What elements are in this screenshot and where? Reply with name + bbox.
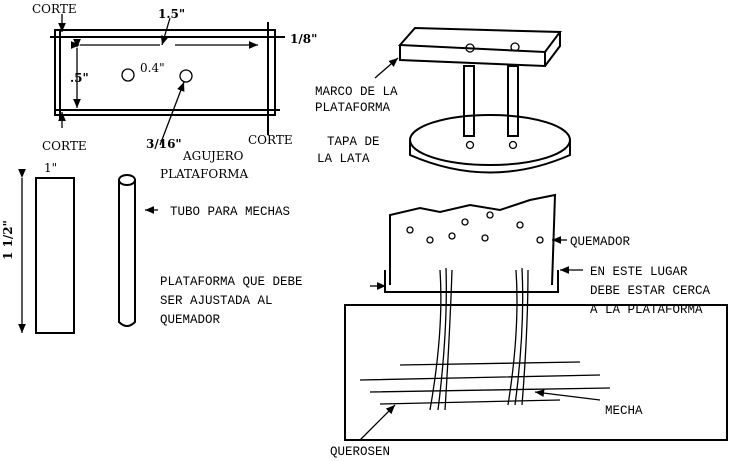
height-dimension: .5"	[70, 71, 89, 85]
platform-label: PLATAFORMA	[160, 167, 249, 181]
hole-left	[121, 68, 135, 82]
corte-label-bottom-right: CORTE	[248, 133, 293, 147]
tube-label: TUBO PARA MECHAS	[170, 205, 290, 219]
frame-label-2: PLATAFORMA	[315, 101, 391, 115]
hole-right	[179, 69, 193, 83]
assembly-drawing	[374, 26, 571, 174]
platform-plan-drawing	[50, 14, 285, 146]
burner-drawing	[344, 193, 728, 441]
corte-label-top: CORTE	[32, 2, 77, 16]
strip-width-dimension: 1"	[44, 161, 57, 175]
position-note-line-3: A LA PLATAFORMA	[590, 303, 703, 317]
kerosene-label: QUEROSEN	[330, 445, 390, 459]
corte-label-bottom-left: CORTE	[42, 139, 87, 153]
position-note-line-1: EN ESTE LUGAR	[590, 265, 688, 279]
strip-height-dimension: 1 1/2"	[1, 220, 15, 260]
lid-label: TAPA DE	[327, 135, 380, 149]
platform-note-line-1: PLATAFORMA QUE DEBE	[160, 275, 303, 289]
hole-spacing-dimension: 0.4"	[140, 61, 165, 75]
hole-label: AGUJERO	[182, 149, 244, 163]
wick-label: MECHA	[605, 404, 643, 418]
width-dimension: 1.5"	[158, 7, 185, 21]
wick-tube-drawing	[118, 174, 158, 327]
frame-label: MARCO DE LA	[315, 85, 398, 99]
hole-dimension: 3/16"	[146, 137, 182, 151]
platform-note-line-2: SER AJUSTADA AL	[160, 294, 273, 308]
position-note-line-2: DEBE ESTAR CERCA	[590, 284, 711, 298]
edge-dimension: 1/8"	[290, 32, 317, 46]
platform-note-line-3: QUEMADOR	[160, 313, 221, 327]
lid-label-2: LA LATA	[317, 152, 370, 166]
strip-drawing	[18, 168, 75, 334]
burner-label: QUEMADOR	[570, 235, 631, 249]
